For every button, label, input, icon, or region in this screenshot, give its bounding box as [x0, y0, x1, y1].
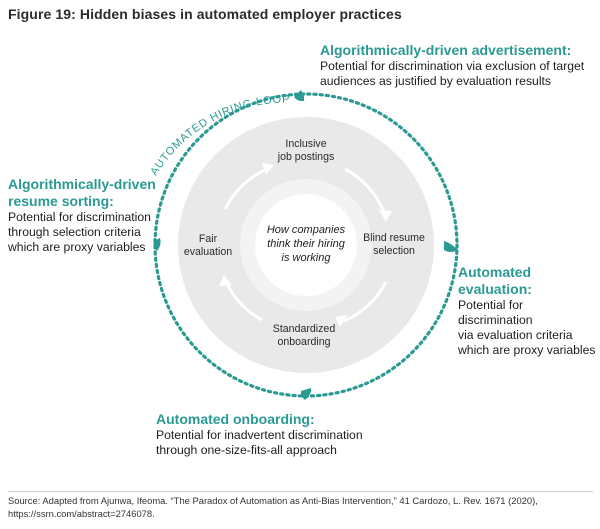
marker-evaluation [444, 241, 458, 252]
onboarding-body: Potential for inadvertent discrimination… [156, 428, 363, 457]
inner-label-top: Inclusive job postings [277, 138, 335, 163]
center-text: How companies think their hiring is work… [266, 224, 346, 264]
stage-resume-sorting: Algorithmically-driven resume sorting: P… [8, 176, 168, 255]
resume-sorting-body: Potential for discrimination through sel… [8, 210, 151, 254]
stage-evaluation: Automated evaluation: Potential for disc… [458, 264, 598, 358]
cycle-arrowhead-top-right [379, 210, 392, 222]
stage-advertisement: Algorithmically-driven advertisement: Po… [320, 42, 595, 89]
stage-onboarding: Automated onboarding: Potential for inad… [156, 411, 416, 458]
inner-label-right: Blind resume selection [363, 232, 425, 257]
evaluation-heading: Automated evaluation: [458, 264, 532, 297]
cycle-arrowhead-bottom-right [335, 315, 348, 327]
cycle-arrow-top-right [344, 167, 386, 213]
marker-advertisement [294, 90, 305, 102]
resume-sorting-heading-2: resume sorting: [8, 193, 114, 209]
inner-label-bottom: Standardized onboarding [272, 323, 336, 348]
cycle-arrowhead-bottom-left [219, 275, 232, 286]
source-footer: Source: Adapted from Ajunwa, Ifeoma. “Th… [8, 491, 593, 520]
advertisement-heading: Algorithmically-driven advertisement: [320, 42, 572, 58]
center-circle [255, 194, 357, 296]
figure-title: Figure 19: Hidden biases in automated em… [8, 6, 402, 22]
evaluation-body: Potential for discrimination via evaluat… [458, 298, 596, 357]
source-citation: Source: Adapted from Ajunwa, Ifeoma. “Th… [8, 495, 538, 506]
cycle-arrowhead-top-left [262, 163, 274, 175]
inner-label-left: Fair evaluation [183, 233, 233, 258]
source-link[interactable]: https://ssrn.com/abstract=2746078. [8, 508, 155, 519]
advertisement-body: Potential for discrimination via exclusi… [320, 59, 585, 88]
cycle-arrow-bottom-left [224, 281, 263, 322]
cycle-arrow-bottom-right [343, 281, 388, 323]
onboarding-heading: Automated onboarding: [156, 411, 315, 427]
marker-resume-sorting [153, 238, 161, 251]
cycle-arrow-top-left [223, 167, 268, 210]
marker-onboarding [300, 388, 312, 400]
resume-sorting-heading-1: Algorithmically-driven [8, 176, 156, 192]
